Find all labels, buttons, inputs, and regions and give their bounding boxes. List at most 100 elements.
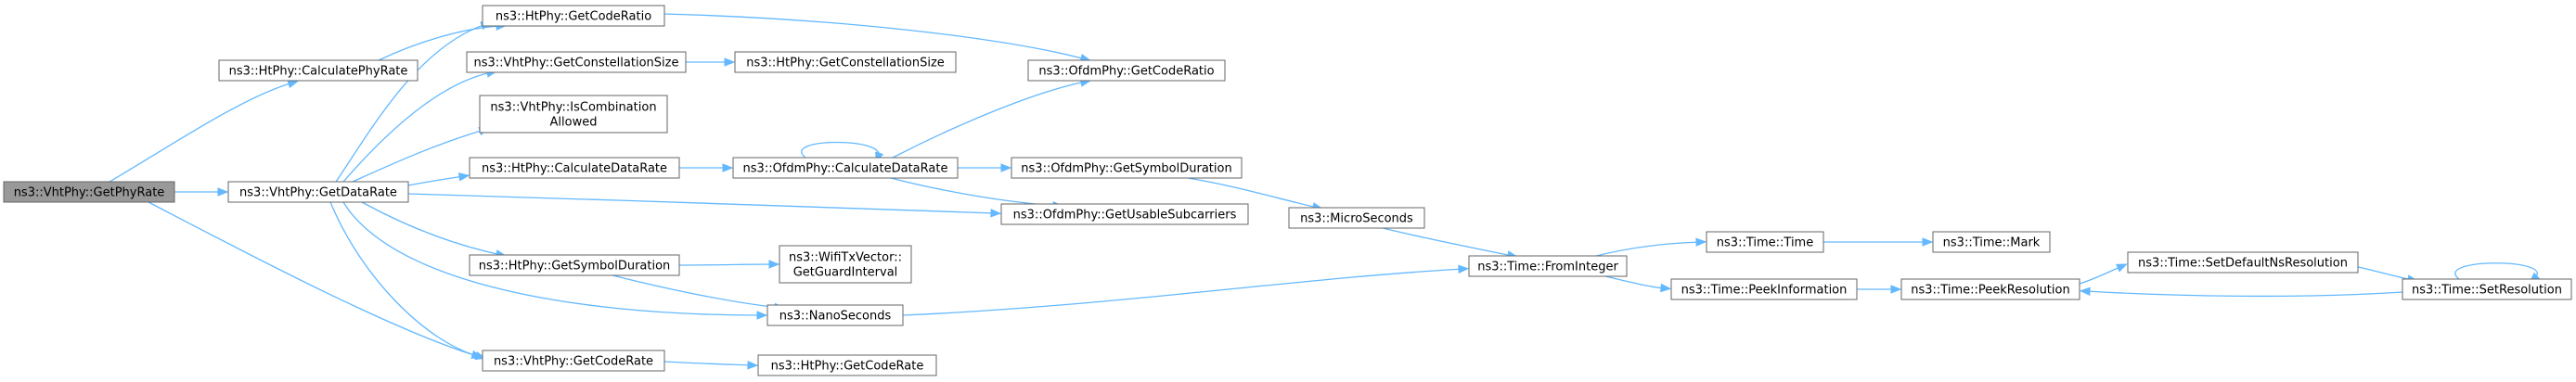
arrowhead-icon — [1000, 163, 1012, 172]
node-ht-getsymdur[interactable]: ns3::HtPhy::GetSymbolDuration — [469, 254, 680, 276]
edge-line — [2454, 262, 2538, 280]
call-edge-getphyrate-to-calcphyrate — [109, 80, 300, 183]
node-label: ns3::VhtPhy::IsCombination — [490, 101, 656, 115]
edge-line — [678, 263, 775, 266]
edge-line — [361, 201, 502, 256]
node-calcphyrate[interactable]: ns3::HtPhy::CalculatePhyRate — [218, 59, 419, 82]
node-box — [466, 51, 687, 73]
node-label: ns3::VhtPhy::GetCodeRate — [494, 355, 653, 369]
node-box — [1670, 278, 1858, 300]
node-label: ns3::OfdmPhy::GetCodeRatio — [1038, 65, 1214, 79]
node-label: ns3::HtPhy::CalculatePhyRate — [229, 65, 408, 79]
edge-line — [342, 201, 763, 316]
node-vht-getcoderate[interactable]: ns3::VhtPhy::GetCodeRate — [482, 350, 665, 372]
node-getphyrate[interactable]: ns3::VhtPhy::GetPhyRate — [3, 181, 175, 203]
node-box — [779, 245, 912, 284]
arrowhead-icon — [990, 209, 1002, 218]
node-wifitxvector[interactable]: ns3::WifiTxVector::GetGuardInterval — [779, 245, 912, 284]
node-vht-getconst[interactable]: ns3::VhtPhy::GetConstellationSize — [466, 51, 687, 73]
edge-line — [1604, 275, 1667, 289]
call-edge-peekres-to-setdefaultns — [2079, 263, 2128, 285]
node-label: ns3::HtPhy::GetConstellationSize — [746, 57, 945, 70]
arrowhead-icon — [768, 260, 780, 269]
call-edge-ht_getsymdur-to-wifitxvector — [678, 260, 780, 269]
node-box — [734, 51, 957, 73]
node-peekres[interactable]: ns3::Time::PeekResolution — [1900, 278, 2080, 300]
call-edge-vht_getconst-to-ht_getconst — [686, 57, 736, 67]
edge-line — [1187, 177, 1319, 209]
edge-line — [2357, 266, 2414, 281]
node-box — [1468, 255, 1628, 277]
node-ofdm-getcoderatio[interactable]: ns3::OfdmPhy::GetCodeRatio — [1027, 59, 1226, 82]
node-ht-getconst[interactable]: ns3::HtPhy::GetConstellationSize — [734, 51, 957, 73]
node-box — [218, 59, 419, 82]
node-box — [469, 254, 680, 276]
arrowhead-icon — [722, 163, 734, 172]
node-ht-calcdatarate[interactable]: ns3::HtPhy::CalculateDataRate — [469, 157, 680, 179]
arrowhead-icon — [2079, 286, 2091, 297]
node-box — [1027, 59, 1226, 82]
node-label: ns3::MicroSeconds — [1300, 212, 1413, 226]
node-label: ns3::VhtPhy::GetPhyRate — [14, 186, 165, 200]
call-edge-setres-to-peekres — [2079, 286, 2403, 298]
edge-line — [1595, 241, 1702, 257]
node-label: ns3::VhtPhy::GetDataRate — [239, 186, 397, 200]
node-time-time[interactable]: ns3::Time::Time — [1706, 231, 1824, 253]
call-edge-ht_calcdatarate-to-ofdm_calcdatarate — [678, 163, 734, 172]
arrowhead-icon — [457, 172, 470, 182]
edge-line — [801, 141, 880, 159]
node-label: ns3::Time::Mark — [1943, 236, 2041, 250]
edge-line — [407, 193, 997, 214]
node-label: ns3::VhtPhy::GetConstellationSize — [474, 57, 679, 70]
call-edge-getdatarate-to-ofdm_getusable — [407, 193, 1002, 218]
node-box — [757, 354, 937, 376]
node-getdatarate[interactable]: ns3::VhtPhy::GetDataRate — [227, 181, 409, 203]
arrowhead-icon — [1458, 264, 1470, 274]
call-edge-getphyrate-to-getdatarate — [174, 187, 229, 197]
call-edge-getdatarate-to-vht_getcoderate — [329, 201, 487, 361]
node-label: ns3::WifiTxVector:: — [789, 251, 902, 265]
node-box — [3, 181, 175, 203]
node-box — [2402, 278, 2572, 300]
node-box — [479, 95, 668, 134]
edge-line — [2079, 265, 2123, 285]
call-edge-vht_getcoderate-to-ht_getcoderate — [663, 361, 759, 370]
node-nanoseconds[interactable]: ns3::NanoSeconds — [766, 304, 904, 326]
node-label: ns3::OfdmPhy::GetSymbolDuration — [1021, 162, 1231, 176]
node-microseconds[interactable]: ns3::MicroSeconds — [1288, 207, 1425, 229]
node-peekinfo[interactable]: ns3::Time::PeekInformation — [1670, 278, 1858, 300]
call-edge-ht_getsymdur-to-nanoseconds — [612, 274, 786, 312]
node-label: ns3::HtPhy::GetSymbolDuration — [479, 260, 671, 274]
node-setres[interactable]: ns3::Time::SetResolution — [2402, 278, 2572, 300]
node-ofdm-getusable[interactable]: ns3::OfdmPhy::GetUsableSubcarriers — [1000, 203, 1249, 225]
call-edge-getdatarate-to-iscomb — [352, 126, 491, 183]
edge-line — [148, 201, 478, 357]
edge-line — [342, 71, 493, 183]
node-box — [732, 157, 959, 179]
node-box — [1900, 278, 2080, 300]
node-ht-getcoderatio[interactable]: ns3::HtPhy::GetCodeRatio — [482, 5, 665, 27]
edge-line — [890, 177, 1059, 207]
edge-line — [1382, 227, 1513, 257]
edge-line — [612, 274, 780, 309]
arrowhead-icon — [756, 311, 768, 320]
node-label: ns3::Time::SetResolution — [2412, 284, 2562, 298]
call-edge-ofdm_calcdatarate-to-ofdm_getsymdur — [957, 163, 1012, 172]
edge-line — [892, 81, 1087, 159]
arrowhead-icon — [2116, 263, 2128, 273]
edge-line — [902, 268, 1464, 316]
node-box — [2127, 251, 2359, 274]
arrowhead-icon — [217, 187, 229, 197]
node-time-mark[interactable]: ns3::Time::Mark — [1932, 231, 2051, 253]
node-label: ns3::Time::Time — [1717, 236, 1813, 250]
node-setdefaultns[interactable]: ns3::Time::SetDefaultNsResolution — [2127, 251, 2359, 274]
node-label: ns3::OfdmPhy::GetUsableSubcarriers — [1013, 209, 1237, 223]
node-ofdm-getsymdur[interactable]: ns3::OfdmPhy::GetSymbolDuration — [1011, 157, 1243, 179]
node-ofdm-calcdatarate[interactable]: ns3::OfdmPhy::CalculateDataRate — [732, 157, 959, 179]
node-label: ns3::Time::FromInteger — [1477, 261, 1618, 274]
node-box — [1000, 203, 1249, 225]
node-frominteger[interactable]: ns3::Time::FromInteger — [1468, 255, 1628, 277]
node-ht-getcoderate[interactable]: ns3::HtPhy::GetCodeRate — [757, 354, 937, 376]
